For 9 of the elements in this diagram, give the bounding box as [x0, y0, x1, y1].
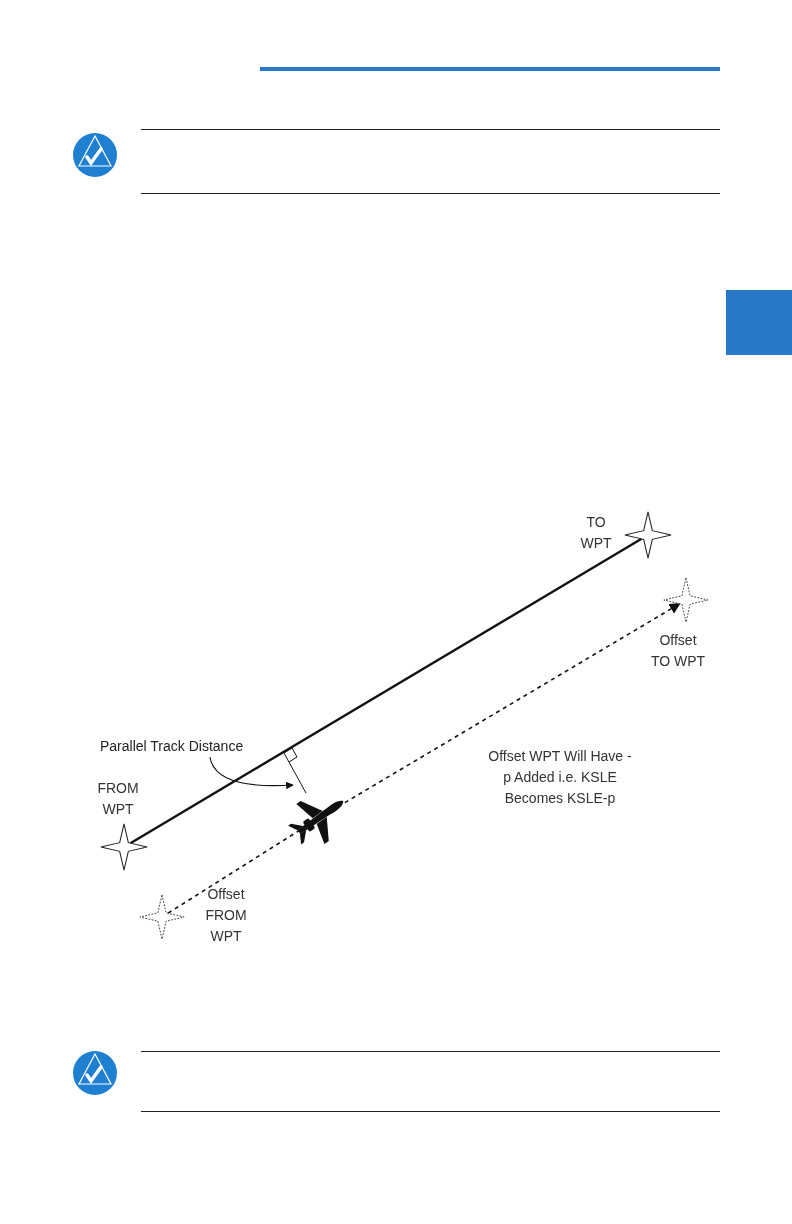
- note-text: Offset WPT Will Have -p Added i.e. KSLE Becomes KSLE-p: [487, 747, 633, 808]
- dashed-track-line: [167, 828, 302, 914]
- leader-line: [209, 756, 294, 790]
- callout-text: Parallel Track Distance: [100, 734, 260, 756]
- waypoint-label: Offset TO WPT: [650, 631, 706, 671]
- waypoint-label: Offset FROM WPT: [204, 885, 248, 946]
- waypoint-label: FROM WPT: [96, 779, 140, 819]
- track-line: [129, 537, 643, 845]
- waypoint-label: TO WPT: [579, 513, 613, 553]
